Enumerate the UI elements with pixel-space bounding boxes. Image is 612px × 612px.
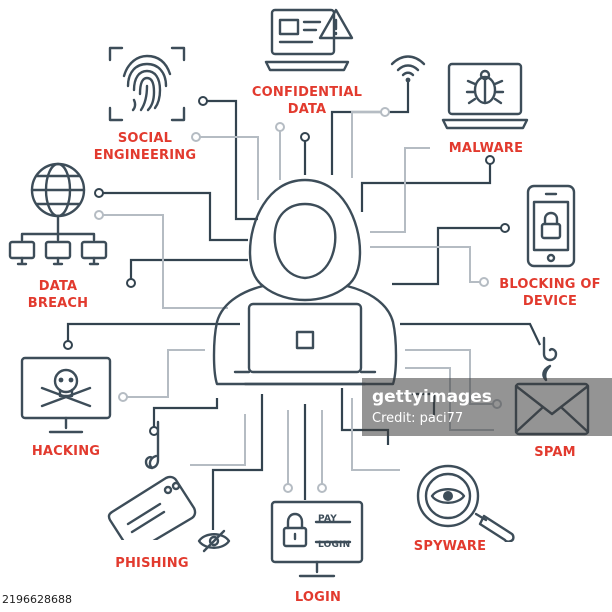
label-spyware: SPYWARE <box>413 539 487 554</box>
watermark-banner <box>362 378 612 436</box>
login-monitor-icon <box>270 500 364 578</box>
label-social-engineering-2: ENGINEERING <box>93 148 197 163</box>
login-screen-login-text: LOGIN <box>318 540 351 550</box>
label-social-engineering-1: SOCIAL <box>117 131 173 146</box>
login-screen-pay-text: PAY <box>318 514 337 524</box>
label-hacking: HACKING <box>31 444 101 459</box>
wifi-icon <box>390 55 426 83</box>
label-login: LOGIN <box>294 590 342 605</box>
locked-phone-icon <box>526 184 576 268</box>
magnifier-eye-icon <box>416 464 515 542</box>
label-data-breach-2: BREACH <box>27 296 89 311</box>
hooded-hacker-icon <box>212 178 398 386</box>
label-confidential-data-2: DATA <box>287 102 327 117</box>
fingerprint-icon <box>108 46 186 122</box>
eye-slash-icon <box>197 529 231 553</box>
label-blocking-of-device-2: DEVICE <box>522 294 578 309</box>
laptop-warning-icon <box>264 8 354 72</box>
label-phishing: PHISHING <box>115 556 189 571</box>
label-malware: MALWARE <box>448 141 524 156</box>
monitor-skull-icon <box>20 356 112 434</box>
label-confidential-data-1: CONFIDENTIAL <box>251 85 363 100</box>
watermark-logo-text: gettyimages <box>372 387 492 407</box>
laptop-bug-icon <box>441 62 529 130</box>
network-globe-icon <box>8 162 108 266</box>
label-data-breach-1: DATA <box>38 279 78 294</box>
dark-circuit-dots <box>63 96 510 436</box>
label-blocking-of-device-1: BLOCKING OF <box>499 277 601 292</box>
watermark-credit-text: Credit: paci77 <box>372 411 464 426</box>
phishing-card-icon <box>107 420 197 540</box>
label-spam: SPAM <box>534 445 576 460</box>
stock-image-id: 2196628688 <box>0 588 82 612</box>
